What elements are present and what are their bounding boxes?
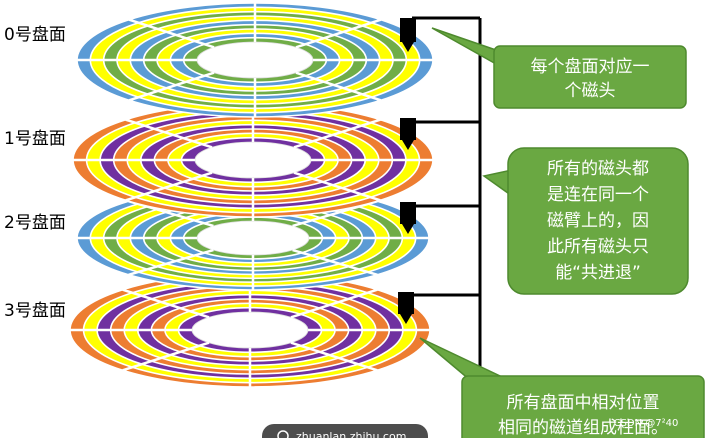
watermark: zhuanlan.zhihu.com — [262, 424, 428, 438]
spindle-hole — [194, 141, 312, 179]
callout-1-line-1: 每个盘面对应一 — [531, 57, 650, 77]
watermark-text: zhuanlan.zhihu.com — [296, 430, 406, 438]
disk-arm — [412, 16, 482, 372]
callout-shared-arm: 所有的磁头都 是连在同一个 磁臂上的，因 此所有磁头只 能“共进退” — [482, 147, 689, 295]
sector-divider — [125, 171, 213, 202]
sector-divider — [290, 288, 378, 319]
read-write-head-icon — [398, 292, 414, 324]
callout-cylinder: 所有盘面中相对位置 相同的磁道组成柱面。 — [419, 337, 705, 438]
callout-2-line-1: 所有的磁头都 — [547, 159, 649, 179]
sector-divider — [293, 118, 381, 149]
sector-divider — [295, 71, 382, 102]
sector-divider — [293, 171, 381, 202]
callout-1-line-2: 个磁头 — [565, 81, 616, 101]
platter-label-3: 3号盘面 — [4, 301, 66, 321]
sector-divider — [125, 118, 213, 149]
sector-divider — [128, 248, 214, 276]
sector-divider — [122, 341, 210, 372]
callout-3-line-1: 所有盘面中相对位置 — [507, 393, 660, 413]
platter-label-2: 2号盘面 — [4, 213, 66, 233]
sector-divider — [122, 288, 210, 319]
callout-2-line-5: 能“共进退” — [555, 263, 641, 283]
callout-3-line-2: 相同的磁道组成柱面。 — [498, 418, 668, 438]
spindle-hole — [196, 41, 314, 79]
spindle-hole — [191, 311, 309, 349]
sector-divider — [292, 248, 378, 276]
platter-0 — [76, 2, 434, 118]
platter-2 — [76, 185, 430, 291]
platter-label-1: 1号盘面 — [4, 129, 66, 149]
sector-divider — [128, 71, 215, 102]
callout-2-line-2: 是连在同一个 — [547, 185, 649, 205]
platter-1 — [72, 102, 434, 218]
read-write-head-icon — [400, 118, 416, 150]
sector-divider — [290, 341, 378, 372]
spindle-hole — [196, 220, 310, 256]
callout-2-line-4: 此所有磁头只 — [547, 237, 649, 257]
source-tag: CSDN @7²40 — [614, 418, 679, 429]
sector-divider — [295, 18, 382, 49]
sector-divider — [128, 18, 215, 49]
platter-label-0: 0号盘面 — [4, 25, 66, 45]
platter-3 — [69, 272, 431, 388]
read-write-head-icon — [400, 202, 416, 234]
callout-2-line-3: 磁臂上的，因 — [547, 211, 649, 231]
read-write-head-icon — [400, 18, 416, 52]
callout-head-per-surface: 每个盘面对应一 个磁头 — [431, 27, 687, 109]
